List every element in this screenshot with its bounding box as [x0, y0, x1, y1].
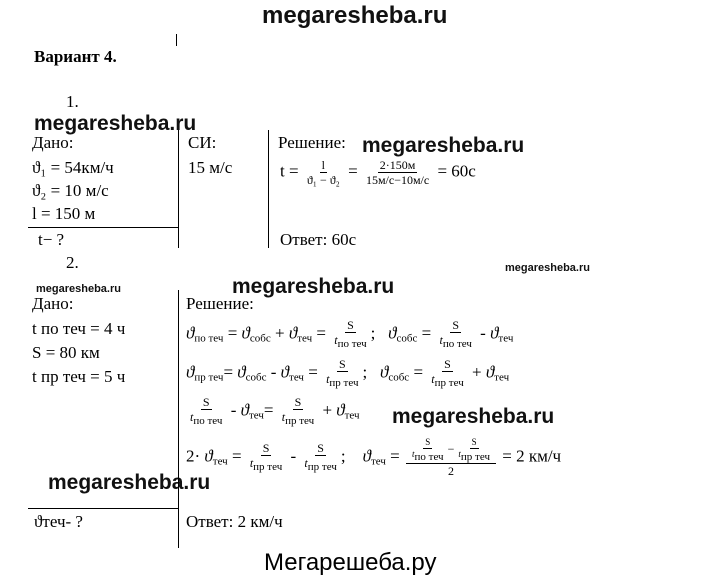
- find-item: ϑтеч- ?: [34, 512, 83, 531]
- answer: Ответ: 2 км/ч: [186, 512, 283, 531]
- watermark: megaresheba.ru: [48, 471, 211, 494]
- watermark-top: megaresheba.ru: [262, 2, 448, 29]
- formula-result: = 60с: [437, 161, 476, 181]
- fraction-denominator: ϑ₁ − ϑ₂: [306, 173, 340, 187]
- fraction-numerator: 2·150м: [377, 158, 418, 173]
- watermark: megaresheba.ru: [505, 262, 590, 274]
- watermark: megaresheba.ru: [36, 283, 121, 295]
- given-item: l = 150 м: [32, 204, 96, 223]
- divider: [178, 130, 179, 248]
- fraction-denominator: 15м/с−10м/с: [365, 173, 430, 187]
- formula-lhs: t =: [280, 161, 299, 181]
- divider: [178, 290, 179, 548]
- equals: =: [348, 161, 358, 181]
- answer: Ответ: 60с: [280, 230, 357, 249]
- fraction-numerator: l: [319, 158, 327, 173]
- watermark: megaresheba.ru: [34, 112, 197, 135]
- si-value: 15 м/с: [188, 158, 233, 177]
- given-item: t пр теч = 5 ч: [32, 367, 126, 386]
- divider: [268, 130, 269, 248]
- given-label: Дано:: [32, 294, 74, 313]
- problem-number: 2.: [66, 253, 79, 272]
- final-result: = 2 км/ч: [502, 446, 562, 466]
- given-item: t по теч = 4 ч: [32, 319, 126, 338]
- given-item: ϑ₂ = 10 м/с: [32, 181, 109, 200]
- given-label: Дано:: [32, 133, 74, 152]
- given-item: ϑ₁ = 54км/ч: [32, 158, 114, 177]
- find-item: t− ?: [38, 230, 65, 249]
- divider: [28, 508, 178, 509]
- footer-watermark: Мегарешеба.ру: [264, 549, 437, 576]
- watermark: megaresheba.ru: [392, 405, 555, 428]
- variant-title: Вариант 4.: [34, 47, 117, 66]
- watermark: megaresheba.ru: [232, 275, 395, 298]
- solution-label: Решение:: [186, 294, 254, 313]
- formula: t = l ϑ₁ − ϑ₂ = 2·150м 15м/с−10м/с = 60с: [280, 158, 476, 187]
- divider: [28, 227, 178, 228]
- given-item: S = 80 км: [32, 343, 100, 362]
- watermark: megaresheba.ru: [362, 134, 525, 157]
- solution-label: Решение:: [278, 133, 346, 152]
- divider: [176, 34, 177, 46]
- si-label: СИ:: [188, 133, 217, 152]
- problem-number: 1.: [66, 92, 79, 111]
